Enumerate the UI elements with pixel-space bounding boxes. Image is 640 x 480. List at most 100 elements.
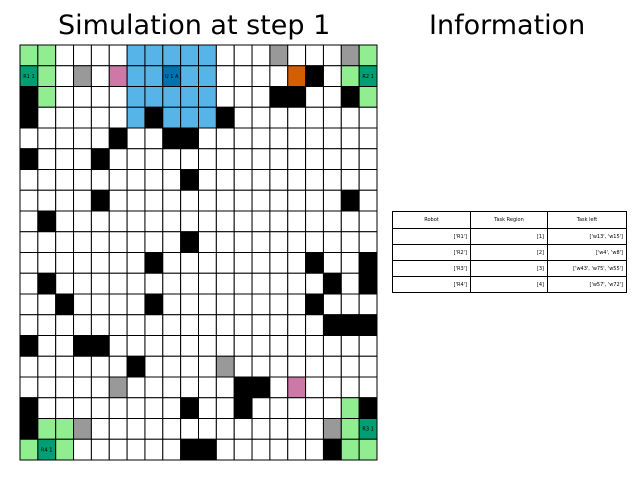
grid-cell-obstacle bbox=[305, 65, 324, 87]
grid-cell-empty bbox=[305, 127, 324, 150]
grid-cell-empty bbox=[180, 355, 199, 378]
grid-cell-empty bbox=[305, 314, 324, 336]
grid-cell-empty bbox=[215, 252, 235, 274]
grid-cell-obstacle bbox=[287, 86, 307, 108]
grid-cell-empty bbox=[198, 189, 217, 212]
grid-cell-empty bbox=[215, 86, 235, 108]
grid-cell-empty bbox=[305, 272, 324, 295]
grid-cell-empty bbox=[37, 189, 57, 212]
grid-cell-empty bbox=[126, 293, 146, 316]
grid-cell-empty bbox=[269, 418, 289, 440]
grid-cell-obstacle bbox=[215, 106, 235, 129]
robot-cell: ['R3'] bbox=[392, 260, 471, 277]
grid-cell-empty bbox=[144, 335, 164, 357]
grid-cell-empty bbox=[251, 106, 271, 129]
grid-cell-empty bbox=[287, 252, 307, 274]
grid-cell-empty bbox=[251, 314, 271, 336]
grid-cell-empty bbox=[108, 169, 128, 191]
grid-cell-empty bbox=[73, 148, 92, 170]
grid-cell-obstacle bbox=[322, 272, 342, 295]
grid-cell-empty bbox=[37, 376, 57, 399]
grid-cell-empty bbox=[358, 335, 378, 357]
grid-cell-empty bbox=[126, 314, 146, 336]
grid-cell-light-blue bbox=[126, 65, 146, 87]
grid-cell-empty bbox=[108, 272, 128, 295]
grid-cell-empty bbox=[90, 252, 110, 274]
grid-cell-empty bbox=[287, 189, 307, 212]
grid-cell-empty bbox=[126, 127, 146, 150]
grid-cell-empty bbox=[90, 86, 110, 108]
grid-cell-obstacle bbox=[305, 293, 324, 316]
grid-cell-empty bbox=[269, 169, 289, 191]
grid-cell-obstacle bbox=[19, 106, 39, 129]
grid-cell-empty bbox=[19, 293, 39, 316]
grid-cell-empty bbox=[251, 86, 271, 108]
robot-cell: ['R2'] bbox=[392, 244, 471, 261]
grid-cell-empty bbox=[269, 397, 289, 419]
grid-cell-empty bbox=[144, 189, 164, 212]
grid-cell-empty bbox=[215, 189, 235, 212]
grid-cell-obstacle bbox=[162, 127, 182, 150]
grid-cell-obstacle bbox=[90, 148, 110, 170]
grid-cell-empty bbox=[180, 189, 199, 212]
grid-cell-empty bbox=[215, 418, 235, 440]
grid-cell-empty bbox=[55, 355, 75, 378]
grid-cell-empty bbox=[287, 438, 307, 461]
grid-cell-empty bbox=[73, 355, 92, 378]
grid-cell-empty bbox=[162, 148, 182, 170]
grid-cell-gray bbox=[108, 376, 128, 399]
grid-cell-light-blue bbox=[180, 86, 199, 108]
grid-cell-empty bbox=[233, 189, 253, 212]
grid-cell-light-blue bbox=[198, 86, 217, 108]
grid-cell-empty bbox=[233, 210, 253, 233]
grid-cell-obstacle bbox=[340, 189, 360, 212]
grid-cell-empty bbox=[251, 335, 271, 357]
grid-cell-empty bbox=[251, 438, 271, 461]
grid-cell-empty bbox=[73, 189, 92, 212]
grid-cell-light-blue bbox=[162, 106, 182, 129]
grid-cell-empty bbox=[305, 335, 324, 357]
grid-cell-empty bbox=[37, 397, 57, 419]
grid-cell-empty bbox=[55, 314, 75, 336]
grid-cell-empty bbox=[90, 106, 110, 129]
grid-cell-empty bbox=[287, 231, 307, 253]
grid-cell-empty bbox=[73, 210, 92, 233]
grid-cell-obstacle bbox=[19, 418, 39, 440]
grid-cell-empty bbox=[287, 148, 307, 170]
grid-cell-empty bbox=[198, 169, 217, 191]
grid-cell-light-blue bbox=[126, 44, 146, 67]
grid-cell-empty bbox=[108, 252, 128, 274]
grid-cell-empty bbox=[144, 169, 164, 191]
grid-cell-empty bbox=[305, 231, 324, 253]
grid-cell-empty bbox=[215, 314, 235, 336]
grid-cell-empty bbox=[37, 252, 57, 274]
grid-cell-empty bbox=[198, 127, 217, 150]
grid-cell-empty bbox=[90, 127, 110, 150]
grid-cell-empty bbox=[269, 335, 289, 357]
grid-cell-empty bbox=[322, 65, 342, 87]
grid-cell-empty bbox=[233, 148, 253, 170]
grid-cell-empty bbox=[198, 376, 217, 399]
grid-cell-empty bbox=[55, 127, 75, 150]
grid-cell-empty bbox=[198, 314, 217, 336]
grid-cell-empty bbox=[144, 355, 164, 378]
grid-cell-light-blue bbox=[126, 86, 146, 108]
grid-cell-empty bbox=[126, 272, 146, 295]
grid-cell-light-green bbox=[358, 438, 378, 461]
grid-cell-empty bbox=[126, 376, 146, 399]
grid-cell-empty bbox=[233, 314, 253, 336]
grid-cell-empty bbox=[358, 169, 378, 191]
grid-cell-empty bbox=[198, 335, 217, 357]
grid-cell-empty bbox=[251, 65, 271, 87]
grid-cell-empty bbox=[251, 293, 271, 316]
grid-cell-empty bbox=[162, 355, 182, 378]
grid-cell-empty bbox=[340, 293, 360, 316]
cell-label: R4 1 bbox=[41, 447, 52, 453]
task-region-cell: [2] bbox=[470, 244, 548, 261]
grid-cell-empty bbox=[144, 127, 164, 150]
grid-cell-empty bbox=[251, 210, 271, 233]
grid-cell-empty bbox=[233, 418, 253, 440]
grid-cell-empty bbox=[233, 127, 253, 150]
grid-cell-empty bbox=[108, 86, 128, 108]
grid-cell-empty bbox=[358, 106, 378, 129]
